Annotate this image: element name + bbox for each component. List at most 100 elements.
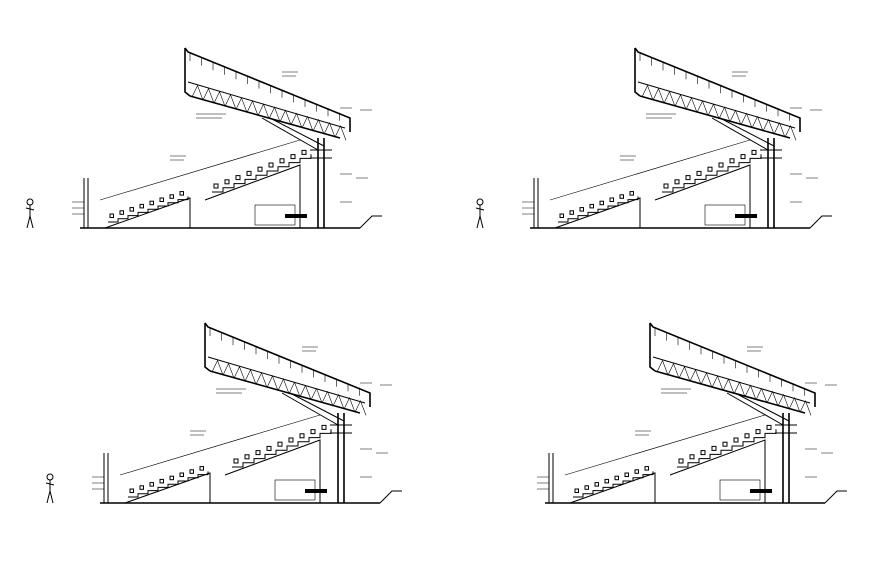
annotation-roof [747,346,763,352]
elevation-marks [821,384,837,454]
main-column [782,413,790,503]
seat [255,450,261,456]
seat [235,175,241,181]
seat [179,472,184,477]
seat [290,154,296,160]
upper-tier-steps [662,154,762,193]
seat [169,194,174,199]
roof-back-post [184,48,191,97]
elevation-ticks [360,382,372,478]
roof-top-chord [204,322,371,407]
elevation-marks [376,384,392,454]
seat [584,485,589,490]
upper-tier-slab [204,164,301,228]
upper-tier-steps [212,154,312,193]
seat [755,429,761,435]
elevation-marks [806,109,822,179]
level-marker [379,490,402,504]
seat [149,482,154,487]
seat [109,213,114,218]
upper-tier-steps [232,429,332,468]
annotation-roof [282,71,298,77]
level-marker [824,490,847,504]
annotation-roof [302,346,318,352]
grandstand-section-1 [25,47,382,229]
front-wall [548,453,554,503]
seat [740,154,746,160]
annotation-truss [196,113,226,119]
roof-purlins [654,328,805,396]
seat [321,424,327,430]
front-wall [83,178,89,228]
seat [700,450,706,456]
roof-top-chord [649,322,816,407]
roof-strut [281,392,345,426]
seat [149,200,154,206]
seat [213,183,219,189]
sight-line [549,139,751,201]
seat [707,166,713,172]
elevation-ticks [340,107,352,203]
roof-back-post [649,323,656,372]
seat [751,149,757,155]
seat [619,194,624,199]
seat [277,441,283,447]
seat [279,158,285,164]
lower-tier-slab [554,197,641,229]
scale-person-body [45,480,55,504]
column-bracket [760,149,782,159]
seat [629,191,634,196]
column-bracket [775,424,797,434]
main-column [317,138,325,228]
seat [711,445,717,451]
seat [674,179,680,185]
column-bracket [310,149,332,159]
seat [159,197,164,202]
scale-person-head [476,198,484,206]
seat [569,210,574,215]
roof-purlins [209,328,360,396]
annotation-truss [661,388,691,394]
elevation-ticks [805,382,817,478]
seat [139,485,144,490]
seat [663,183,669,189]
annotation-stand [620,155,636,161]
roof-bottom-chord [639,95,791,139]
level-marker [809,215,832,229]
seat [199,466,204,471]
front-railing [522,201,534,215]
seat [614,475,619,481]
room-hatch [750,489,772,493]
annotation-stand [190,430,206,436]
seat [624,472,629,477]
seat [729,158,735,164]
seat [594,482,599,487]
scale-person-head [26,198,34,206]
sight-line [119,414,321,476]
main-column [767,138,775,228]
seat [159,478,164,484]
lower-tier-steps [128,471,209,498]
seat [696,170,702,176]
lower-tier-slab [124,472,211,504]
seat [129,207,134,212]
seat [744,433,750,439]
grandstand-section-4 [537,322,847,504]
room-hatch [305,489,327,493]
annotation-truss [216,388,246,394]
roof-bottom-chord [209,370,361,414]
seat [733,437,739,443]
roof-top-chord [184,47,351,132]
seat [301,149,307,155]
front-railing [92,476,104,490]
seat [634,469,639,474]
sight-line [99,139,301,201]
roof-purlins [639,53,790,121]
seat [689,454,695,460]
seat [604,478,609,484]
front-railing [72,201,84,215]
seat [119,210,124,215]
roof-truss-web [656,359,812,416]
